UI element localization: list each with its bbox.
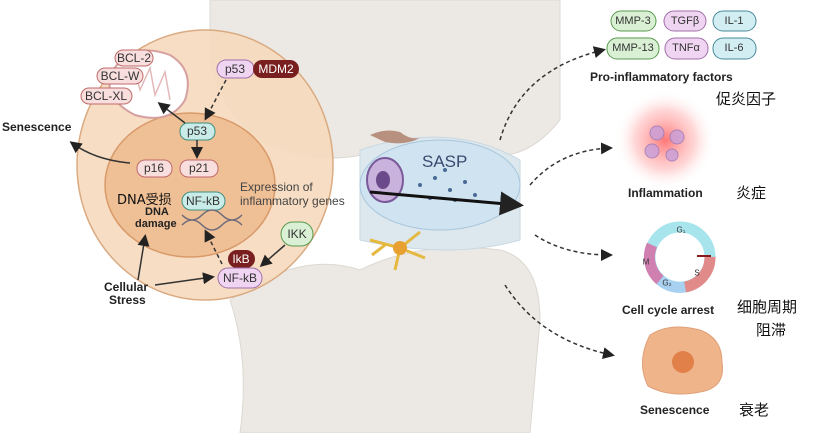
cycle-label-en: Cell cycle arrest [622, 303, 714, 317]
bcl-w-label: BCL-W [101, 69, 140, 83]
p53-nucleus: p53 [187, 124, 207, 138]
factors-label-en: Pro-inflammatory factors [590, 70, 733, 84]
nucleus [104, 112, 276, 258]
sasp-main-arrow [369, 190, 524, 216]
phase-s: S [694, 269, 699, 278]
outcome-arrows [499, 46, 615, 360]
inflammation-label-en: Inflammation [628, 186, 703, 200]
fibroblast-cell [370, 130, 420, 144]
p53-cytoplasm: p53 [225, 62, 245, 76]
cellular-stress-1: Cellular [104, 280, 148, 294]
dna-damage-en-2: damage [135, 218, 177, 230]
inflammation-label-cn: 炎症 [736, 184, 766, 202]
dna-damage-cn: DNA受损 [117, 193, 172, 208]
senescence-right-label-cn: 衰老 [739, 401, 769, 419]
bcl-2-label: BCL-2 [117, 51, 151, 65]
p16-label: p16 [144, 161, 164, 175]
factors-label-cn: 促炎因子 [716, 90, 776, 108]
cycle-label-cn-1: 细胞周期 [737, 298, 797, 316]
factor-mmp3: MMP-3 [615, 15, 650, 27]
ikk-label: IKK [287, 227, 306, 241]
p21-label: p21 [189, 161, 209, 175]
bcl-pills: BCL-2 BCL-W BCL-XL [80, 49, 154, 105]
sasp-label: SASP [422, 152, 467, 171]
inflammation-icon [615, 90, 715, 190]
mdm2-label: MDM2 [258, 62, 294, 76]
nfkb-nucleus: NF-kB [186, 194, 220, 208]
nfkb-cytoplasm: NF-kB [223, 271, 257, 285]
pro-inflammatory-factor-pills: MMP-3 TGFβ IL-1 MMP-13 TNFα IL-6 [606, 10, 757, 60]
factor-mmp13: MMP-13 [612, 42, 654, 54]
senescence-right-label-en: Senescence [640, 403, 710, 417]
dna-damage-en-1: DNA [145, 206, 169, 218]
phase-m: M [643, 258, 650, 267]
factor-il1: IL-1 [725, 15, 744, 27]
ikb-label: IkB [232, 252, 249, 266]
sasp-cell-area [359, 139, 521, 231]
factor-tgfb: TGFβ [671, 15, 699, 27]
phase-g1: G₁ [677, 226, 686, 235]
cycle-label-cn-2: 阻滞 [756, 321, 786, 339]
factor-il6: IL-6 [725, 42, 744, 54]
expression-label-1: Expression of [240, 180, 313, 194]
bcl-xl-label: BCL-XL [85, 89, 127, 103]
cell-cycle-icon: G₁ S G₂ M [643, 221, 716, 293]
expression-label-2: inflammatory genes [240, 194, 345, 208]
cellular-stress-2: Stress [109, 293, 146, 307]
phase-g2: G₂ [662, 279, 671, 288]
factor-tnfa: TNFα [672, 42, 700, 54]
senescence-left-label: Senescence [2, 120, 72, 134]
